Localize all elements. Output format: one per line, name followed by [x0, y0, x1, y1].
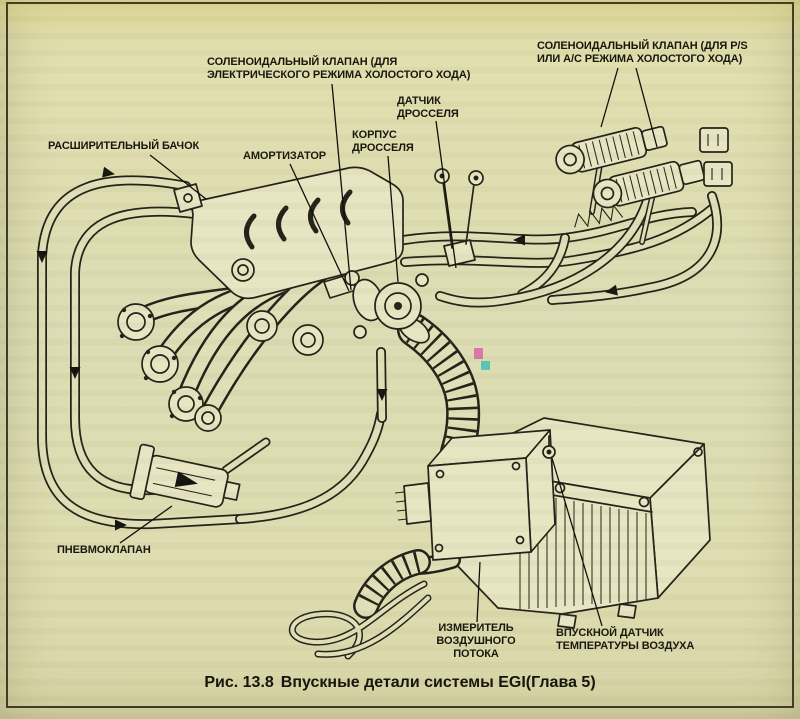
scan-artifact-pink	[474, 348, 483, 359]
label-line: ДАТЧИК	[397, 95, 441, 107]
label-line: ДРОССЕЛЯ	[397, 108, 459, 121]
label-throttle-body: КОРПУС ДРОССЕЛЯ	[352, 129, 414, 155]
pneumatic-valve-part	[129, 443, 241, 508]
label-line: СОЛЕНОИДАЛЬНЫЙ КЛАПАН (ДЛЯ	[207, 56, 398, 68]
label-line: ИЗМЕРИТЕЛЬ	[438, 622, 514, 634]
surge-tank	[173, 166, 404, 356]
figure-caption: Рис. 13.8 Впускные детали системы EGI(Гла…	[0, 674, 800, 692]
air-flow-meter	[394, 429, 556, 561]
label-damper: АМОРТИЗАТОР	[243, 150, 326, 163]
throttle-body-part	[323, 168, 484, 339]
label-line: ИЛИ A/C РЕЖИМА ХОЛОСТОГО ХОДА)	[537, 53, 743, 66]
label-line: ЭЛЕКТРИЧЕСКОГО РЕЖИМА ХОЛОСТОГО ХОДА)	[207, 69, 471, 82]
label-throttle-sensor: ДАТЧИК ДРОССЕЛЯ	[397, 95, 459, 121]
label-solenoid-valve-electric: СОЛЕНОИДАЛЬНЫЙ КЛАПАН (ДЛЯ ЭЛЕКТРИЧЕСКОГ…	[207, 56, 470, 82]
intake-manifold	[117, 263, 331, 432]
figure-frame	[6, 2, 794, 708]
label-air-flow-meter: ИЗМЕРИТЕЛЬ ВОЗДУШНОГО ПОТОКА	[426, 622, 526, 662]
bottom-corrugated-elbow	[353, 549, 431, 619]
label-line: ТЕМПЕРАТУРЫ ВОЗДУХА	[556, 640, 695, 653]
caption-text: Впускные детали системы EGI(Глава 5)	[280, 674, 596, 691]
label-line: ПНЕВМОКЛАПАН	[57, 544, 151, 556]
caption-number: Рис. 13.8	[204, 674, 274, 691]
throttle-sensor-part	[434, 168, 484, 267]
label-line: ВОЗДУШНОГО	[436, 635, 516, 648]
label-line: ВПУСКНОЙ ДАТЧИК	[556, 627, 664, 639]
leader-lines	[119, 67, 658, 627]
flow-arrows	[36, 166, 618, 531]
label-line: ДРОССЕЛЯ	[352, 142, 414, 155]
loose-hoses	[289, 580, 432, 660]
corrugated-intake-duct	[397, 313, 481, 469]
label-pneumo-valve: ПНЕВМОКЛАПАН	[57, 544, 151, 557]
solenoid-valves-part	[555, 125, 706, 228]
label-intake-air-temp-sensor: ВПУСКНОЙ ДАТЧИК ТЕМПЕРАТУРЫ ВОЗДУХА	[556, 627, 694, 653]
scan-artifact-teal	[481, 361, 490, 370]
label-line: СОЛЕНОИДАЛЬНЫЙ КЛАПАН (ДЛЯ P/S	[537, 40, 748, 52]
label-expansion-tank: РАСШИРИТЕЛЬНЫЙ БАЧОК	[48, 140, 199, 153]
label-solenoid-valve-ps-ac: СОЛЕНОИДАЛЬНЫЙ КЛАПАН (ДЛЯ P/S ИЛИ A/C Р…	[537, 40, 748, 66]
label-line: КОРПУС	[352, 129, 397, 141]
intake-air-temp-sensor-part	[542, 435, 556, 459]
label-line: РАСШИРИТЕЛЬНЫЙ БАЧОК	[48, 140, 200, 152]
label-line: АМОРТИЗАТОР	[243, 150, 327, 162]
label-line: ПОТОКА	[453, 648, 499, 661]
harness-connectors	[699, 127, 733, 187]
